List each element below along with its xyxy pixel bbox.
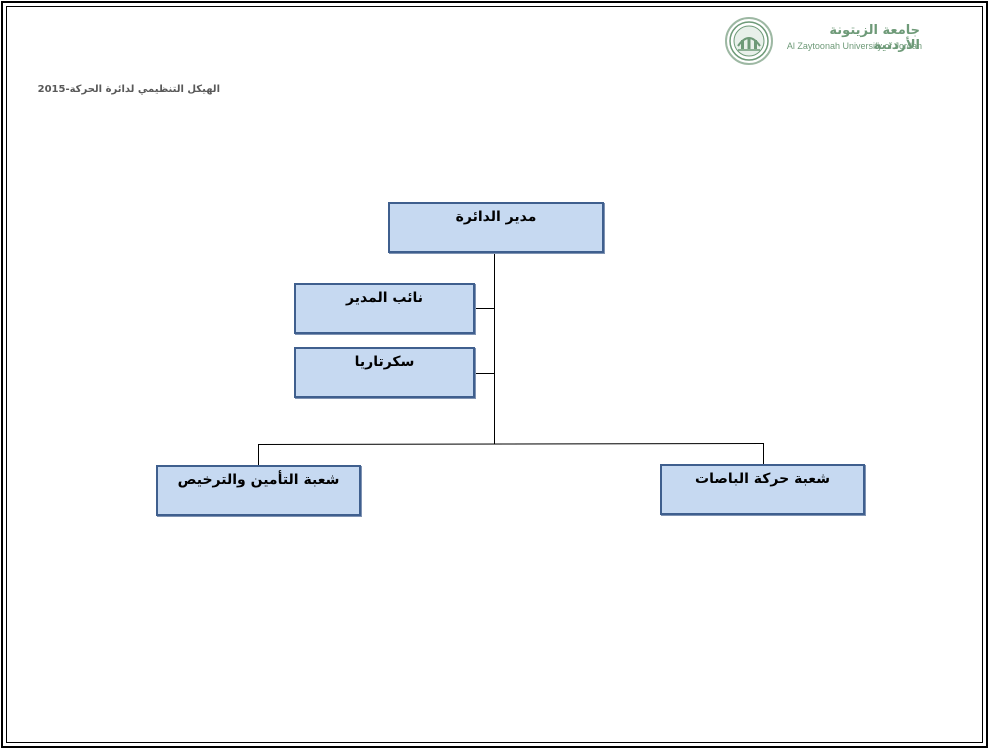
university-name-english: Al Zaytoonah University of Jordan — [786, 41, 922, 51]
org-box-label: نائب المدير — [346, 290, 423, 306]
org-box-secretariat[interactable]: سكرتاريا — [294, 347, 475, 398]
org-box-label: سكرتاريا — [354, 354, 415, 370]
org-box-department-director[interactable]: مدير الدائرة — [388, 202, 604, 253]
sections-bar — [258, 443, 764, 445]
university-seal-icon — [725, 17, 773, 65]
university-name-arabic: جامعة الزيتونة الأردنية — [829, 23, 920, 53]
org-box-label: شعبة التأمين والترخيص — [177, 472, 340, 488]
page-border-inner — [6, 6, 983, 743]
org-box-label: شعبة حركة الباصات — [695, 471, 830, 487]
org-box-deputy-director[interactable]: نائب المدير — [294, 283, 475, 334]
page-title: الهيكل التنظيمي لدائرة الحركة-2015 — [37, 84, 220, 95]
org-box-bus-movement-section[interactable]: شعبة حركة الباصات — [660, 464, 865, 515]
org-box-label: مدير الدائرة — [455, 209, 537, 225]
org-box-insurance-licensing-section[interactable]: شعبة التأمين والترخيص — [156, 465, 361, 516]
